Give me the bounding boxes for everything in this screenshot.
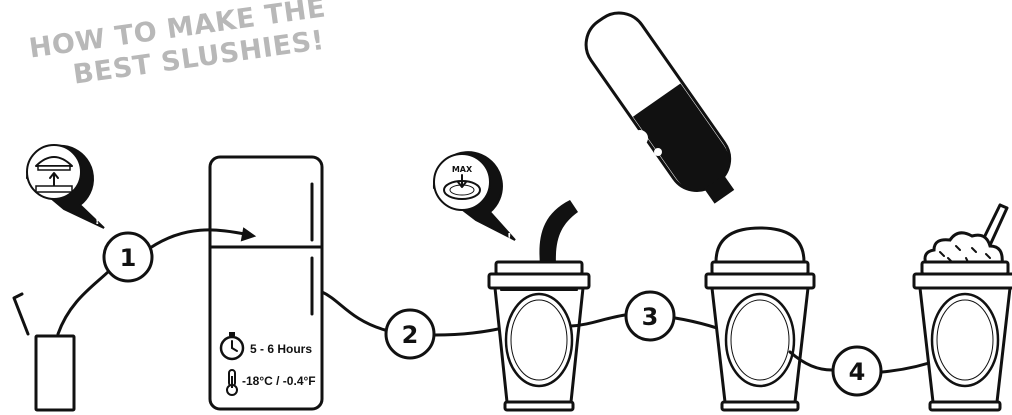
freezer: 5 - 6 Hours -18°C / -0.4°F <box>210 157 322 409</box>
lid-alert-mark: ! <box>95 216 100 227</box>
step-2-badge: 2 <box>386 310 434 358</box>
ice-mound <box>925 233 1002 264</box>
step-1-number: 1 <box>120 244 137 272</box>
thermometer-icon <box>227 370 237 395</box>
slushie-cup-with-lid <box>706 228 814 410</box>
freeze-time-label: 5 - 6 Hours <box>250 342 312 356</box>
finished-slushie-cup <box>914 205 1012 410</box>
max-alert-mark: ! <box>507 232 512 243</box>
max-label: MAX <box>452 165 473 174</box>
step-3-badge: 3 <box>626 292 674 340</box>
step-4-number: 4 <box>849 358 866 386</box>
step-1-badge: 1 <box>104 233 152 281</box>
glass-with-straw <box>14 294 74 410</box>
page-title: HOW TO MAKE THE BEST SLUSHIES! <box>27 0 332 96</box>
slushie-cup-filling <box>489 262 589 410</box>
freeze-temp-label: -18°C / -0.4°F <box>242 374 316 388</box>
step-3-number: 3 <box>642 303 659 331</box>
max-line-callout: MAX ! <box>434 152 515 243</box>
pouring-bottle <box>539 2 749 265</box>
step-2-number: 2 <box>402 321 419 349</box>
step-4-badge: 4 <box>833 347 881 395</box>
lid-callout: ! <box>27 145 104 228</box>
